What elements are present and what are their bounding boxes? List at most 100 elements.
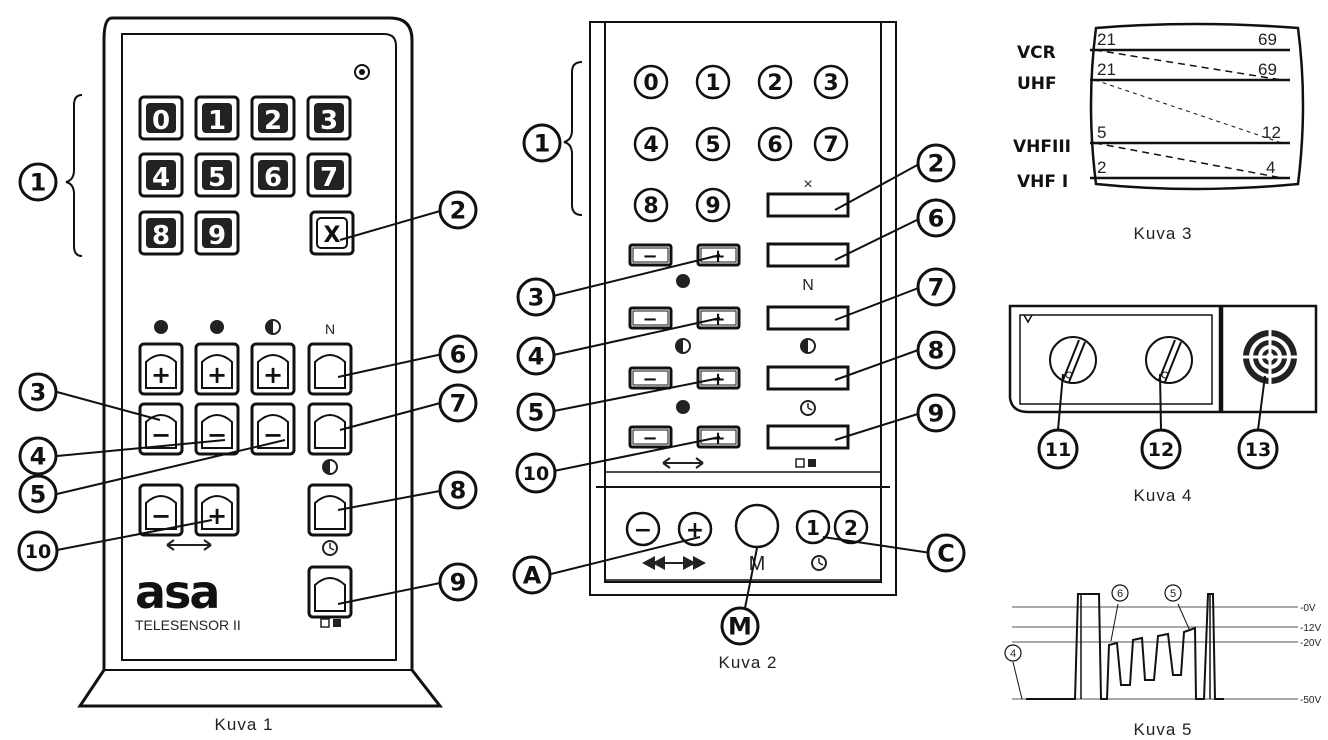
digit-label-8: 8	[152, 221, 170, 251]
remote1-plus-key-2: +	[194, 342, 240, 396]
normal-mark: N	[325, 321, 335, 337]
remote1-digit-key-2: 2	[250, 95, 296, 141]
callout-3-2: 3	[18, 372, 58, 412]
remote2-function-key-1	[766, 192, 850, 218]
band-start-vcr: 21	[1097, 30, 1116, 49]
standby-icon-2	[795, 458, 816, 468]
remote2-plus-label-4: +	[710, 428, 725, 449]
remote2-minus-label-2: −	[642, 309, 657, 330]
callout-label-13: 3	[528, 284, 545, 312]
remote2-digit-key-1: 1	[695, 64, 731, 100]
knob-12-icon	[1145, 336, 1193, 384]
band-name-vhf1: VHF I	[1017, 172, 1068, 192]
callout-label-4: 5	[30, 481, 47, 509]
sensor-icon	[354, 64, 370, 80]
level-12v: -12V	[1300, 623, 1321, 634]
callout-label-9: 10	[25, 541, 51, 563]
callout-9-8: 9	[438, 562, 478, 602]
callout-label-14: 7	[928, 274, 945, 302]
remote1-digit-key-7: 7	[306, 152, 352, 198]
bracket-1	[65, 94, 83, 257]
bracket-2	[563, 61, 583, 216]
callout-label-16: 8	[928, 337, 945, 365]
callout-label-2: 3	[30, 379, 47, 407]
timer-icon-2	[800, 400, 816, 416]
remote1-plus-key-1-label: +	[151, 361, 171, 389]
callout-label-22: M	[728, 613, 752, 641]
kuva3-band-diagram: VCR UHF VHFIII VHF I 21 69 21 69 5 12 2 …	[1013, 22, 1305, 192]
remote2-digit-label-0: 0	[643, 71, 658, 96]
volume-dot-icon-2	[676, 400, 690, 414]
callout-label-25: 13	[1245, 439, 1271, 461]
volume-dot-icon	[210, 320, 224, 334]
kuva5-waveform: 6 5 4 -0V -12V -20V -50V	[1004, 584, 1321, 706]
cancel-key-label: X	[324, 223, 341, 248]
remote2-plus-label-2: +	[710, 309, 725, 330]
remote1-digit-key-4: 4	[138, 152, 184, 198]
callout-M-22: M	[720, 606, 760, 646]
timer-icon	[322, 540, 338, 556]
half-circle-icon-2	[800, 338, 816, 354]
digit-label-6: 6	[264, 163, 282, 193]
remote1-digit-key-9: 9	[194, 210, 240, 256]
kuva4-panel	[1008, 304, 1318, 431]
remote1-cancel-key: X	[309, 210, 355, 256]
remote2-digit-key-5: 5	[695, 126, 731, 162]
remote2-digit-key-6: 6	[757, 126, 793, 162]
caption-kuva1: Kuva 1	[215, 715, 274, 734]
memory-mark: M	[749, 553, 766, 575]
band-end-vhf1: 4	[1266, 158, 1275, 177]
remote1-plus-key-3-label: +	[263, 361, 283, 389]
remote2-digit-label-1: 1	[705, 71, 720, 96]
caption-kuva2: Kuva 2	[719, 653, 778, 672]
callout-label-24: 12	[1148, 439, 1174, 461]
callout-label-7: 8	[450, 477, 467, 505]
remote2-digit-label-2: 2	[767, 71, 782, 96]
remote1-digit-key-5: 5	[194, 152, 240, 198]
callout-A-20: A	[512, 555, 552, 595]
callout-2-11: 2	[916, 143, 956, 183]
digit-label-7: 7	[320, 163, 338, 193]
remote1-control-keys: +++−−−−+	[138, 342, 353, 619]
callout-8-16: 8	[916, 330, 956, 370]
remote1-minus-key-1-label: −	[151, 421, 171, 449]
leader-lines-1	[56, 208, 448, 605]
callout-label-3: 4	[30, 443, 47, 471]
remote2-pm-pair-4: −+	[628, 425, 741, 449]
remote1-digit-key-6: 6	[250, 152, 296, 198]
remote2-function-key-3	[766, 305, 850, 331]
callout-C-21: C	[926, 533, 966, 573]
callout-label-6: 7	[450, 390, 467, 418]
band-end-vcr: 69	[1258, 30, 1277, 49]
remote1-key-8	[307, 483, 353, 537]
callout-label-17: 5	[528, 399, 545, 427]
callout-8-7: 8	[438, 470, 478, 510]
remote2-digit-label-9: 9	[705, 194, 720, 219]
callout-2-1: 2	[438, 190, 478, 230]
brand-logo: asa	[135, 565, 218, 619]
lr-arrow-icon-2	[662, 457, 704, 469]
callout-label-11: 2	[928, 150, 945, 178]
caption-kuva3: Kuva 3	[1134, 224, 1193, 243]
band-start-vhf3: 5	[1097, 123, 1106, 142]
half-circle-icon	[322, 459, 338, 475]
callout-label-18: 9	[928, 400, 945, 428]
callout-5-4: 5	[18, 474, 58, 514]
remote1-minus-key-2-label: −	[207, 421, 227, 449]
callout-4-15: 4	[516, 336, 556, 376]
remote2-digit-label-5: 5	[705, 133, 720, 158]
remote2-digit-key-3: 3	[813, 64, 849, 100]
callout-label-1: 2	[450, 197, 467, 225]
callout-6-5: 6	[438, 334, 478, 374]
remote1-plus-key-1: +	[138, 342, 184, 396]
callout-7-14: 7	[916, 267, 956, 307]
remote1-digit-key-8: 8	[138, 210, 184, 256]
seek-arrows-icon	[642, 556, 706, 570]
remote2-minus-label-4: −	[642, 428, 657, 449]
timer-key-2-label: 2	[844, 516, 858, 540]
callout-label-15: 4	[528, 343, 545, 371]
wave-marker-6: 6	[1117, 588, 1123, 600]
